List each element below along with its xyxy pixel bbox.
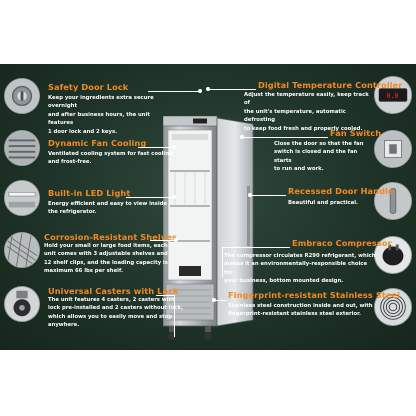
casters-desc: The unit features 4 casters, 2 casters w…	[48, 297, 183, 329]
temp-controller-desc: Adjust the temperature easily, keep trac…	[244, 92, 369, 132]
shelves-desc: Hold your small or large food items, eac…	[44, 243, 168, 275]
stainless-title: Fingerprint-resistant Stainless Steel	[228, 290, 401, 300]
led-light-title: Built-in LED Light	[48, 188, 131, 198]
fan-cooling-desc: Ventilated cooling system for fast cooli…	[48, 151, 173, 166]
casters-title: Universal Casters with Lock	[48, 286, 179, 296]
fan-switch-title: Fan Switch	[330, 128, 382, 138]
led-light-icon	[4, 180, 40, 216]
led-light-desc: Energy efficient and easy to view inside…	[48, 201, 168, 216]
caster-icon	[4, 286, 40, 322]
fan-switch-icon	[374, 130, 412, 168]
temp-controller-title: Digital Temperature Controller	[258, 80, 403, 90]
safety-lock-desc: Keep your ingredients extra secure overn…	[48, 95, 154, 135]
fan-switch-desc: Close the door so that the fan switch is…	[274, 141, 364, 173]
svg-text:0.0: 0.0	[386, 92, 398, 100]
safety-lock-title: Safety Door Lock	[48, 82, 129, 92]
stainless-desc: Stainless steel construction inside and …	[228, 303, 373, 318]
door-lock-icon	[4, 78, 40, 114]
door-handle-title: Recessed Door Handle	[288, 186, 394, 196]
fingerprint-icon	[374, 288, 412, 326]
door-handle-desc: Beautiful and practical.	[288, 200, 359, 206]
fan-cooling-icon	[4, 130, 40, 166]
compressor-title: Embraco Compressor	[292, 238, 392, 248]
shelves-title: Corrosion-Resistant Shelves	[44, 232, 177, 242]
feature-panel: Safety Door Lock Keep your ingredients e…	[0, 64, 416, 350]
door-handle-icon	[374, 182, 412, 220]
shelves-icon	[4, 232, 40, 268]
temperature-controller-icon: 0.0	[374, 76, 412, 114]
compressor-desc: The compressor circulates R290 refrigera…	[224, 253, 376, 285]
fan-cooling-title: Dynamic Fan Cooling	[48, 138, 147, 148]
compressor-icon	[374, 236, 412, 274]
